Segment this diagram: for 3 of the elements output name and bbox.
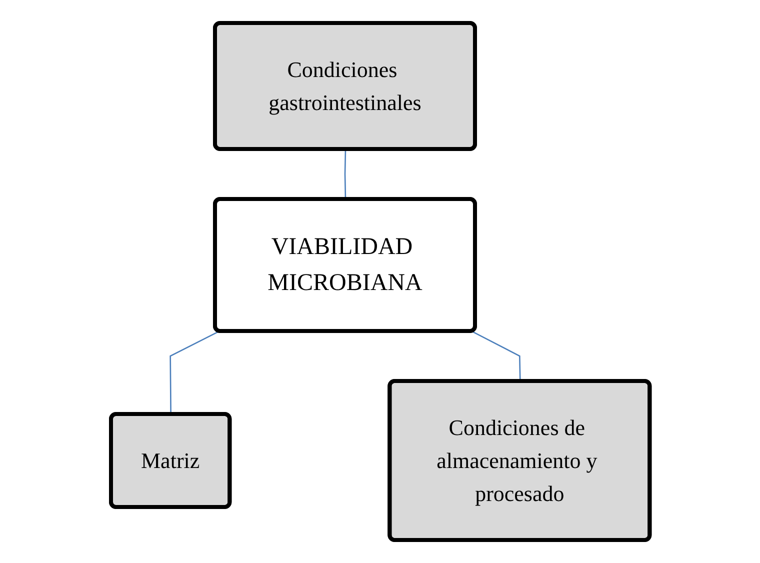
connector bbox=[169, 330, 220, 414]
connector bbox=[344, 149, 346, 200]
connector bbox=[471, 330, 520, 382]
